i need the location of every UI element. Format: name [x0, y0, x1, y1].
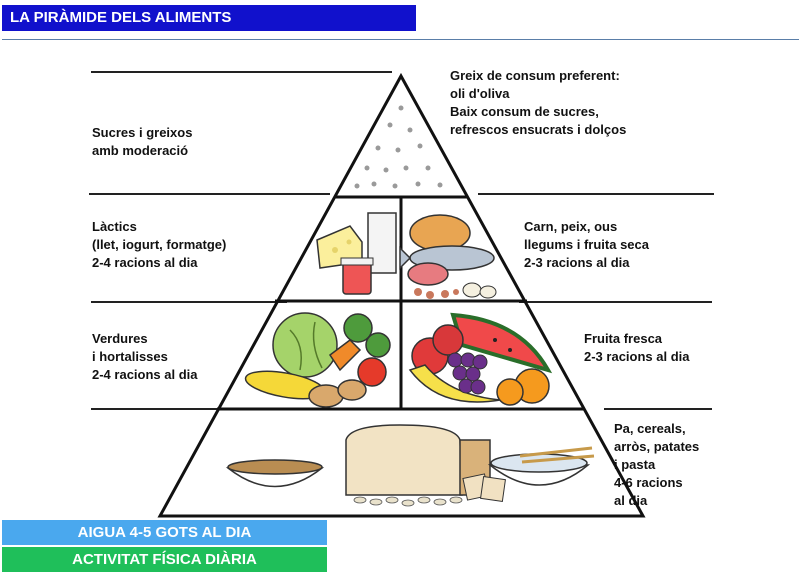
fruit-label: Fruita fresca 2-3 racions al dia: [584, 330, 690, 366]
dairy-foods: [317, 213, 396, 294]
top-tier-left-label: Sucres i greixos amb moderació: [92, 124, 192, 160]
grains-label: Pa, cereals, arròs, patates i pasta 4-6 …: [614, 420, 699, 510]
vegetable-foods: [244, 313, 390, 407]
dairy-label: Làctics (llet, iogurt, formatge) 2-4 rac…: [92, 218, 226, 272]
vegetables-label: Verdures i hortalisses 2-4 racions al di…: [92, 330, 198, 384]
water-banner: AIGUA 4-5 GOTS AL DIA: [2, 520, 327, 545]
fruit-foods: [410, 315, 549, 405]
sugar-dots: [355, 106, 443, 189]
grain-foods: [228, 425, 594, 506]
protein-foods: [400, 215, 496, 299]
top-tier-right-label: Greix de consum preferent: oli d'oliva B…: [450, 67, 626, 139]
protein-label: Carn, peix, ous llegums i fruita seca 2-…: [524, 218, 649, 272]
activity-banner: ACTIVITAT FÍSICA DIÀRIA: [2, 547, 327, 572]
